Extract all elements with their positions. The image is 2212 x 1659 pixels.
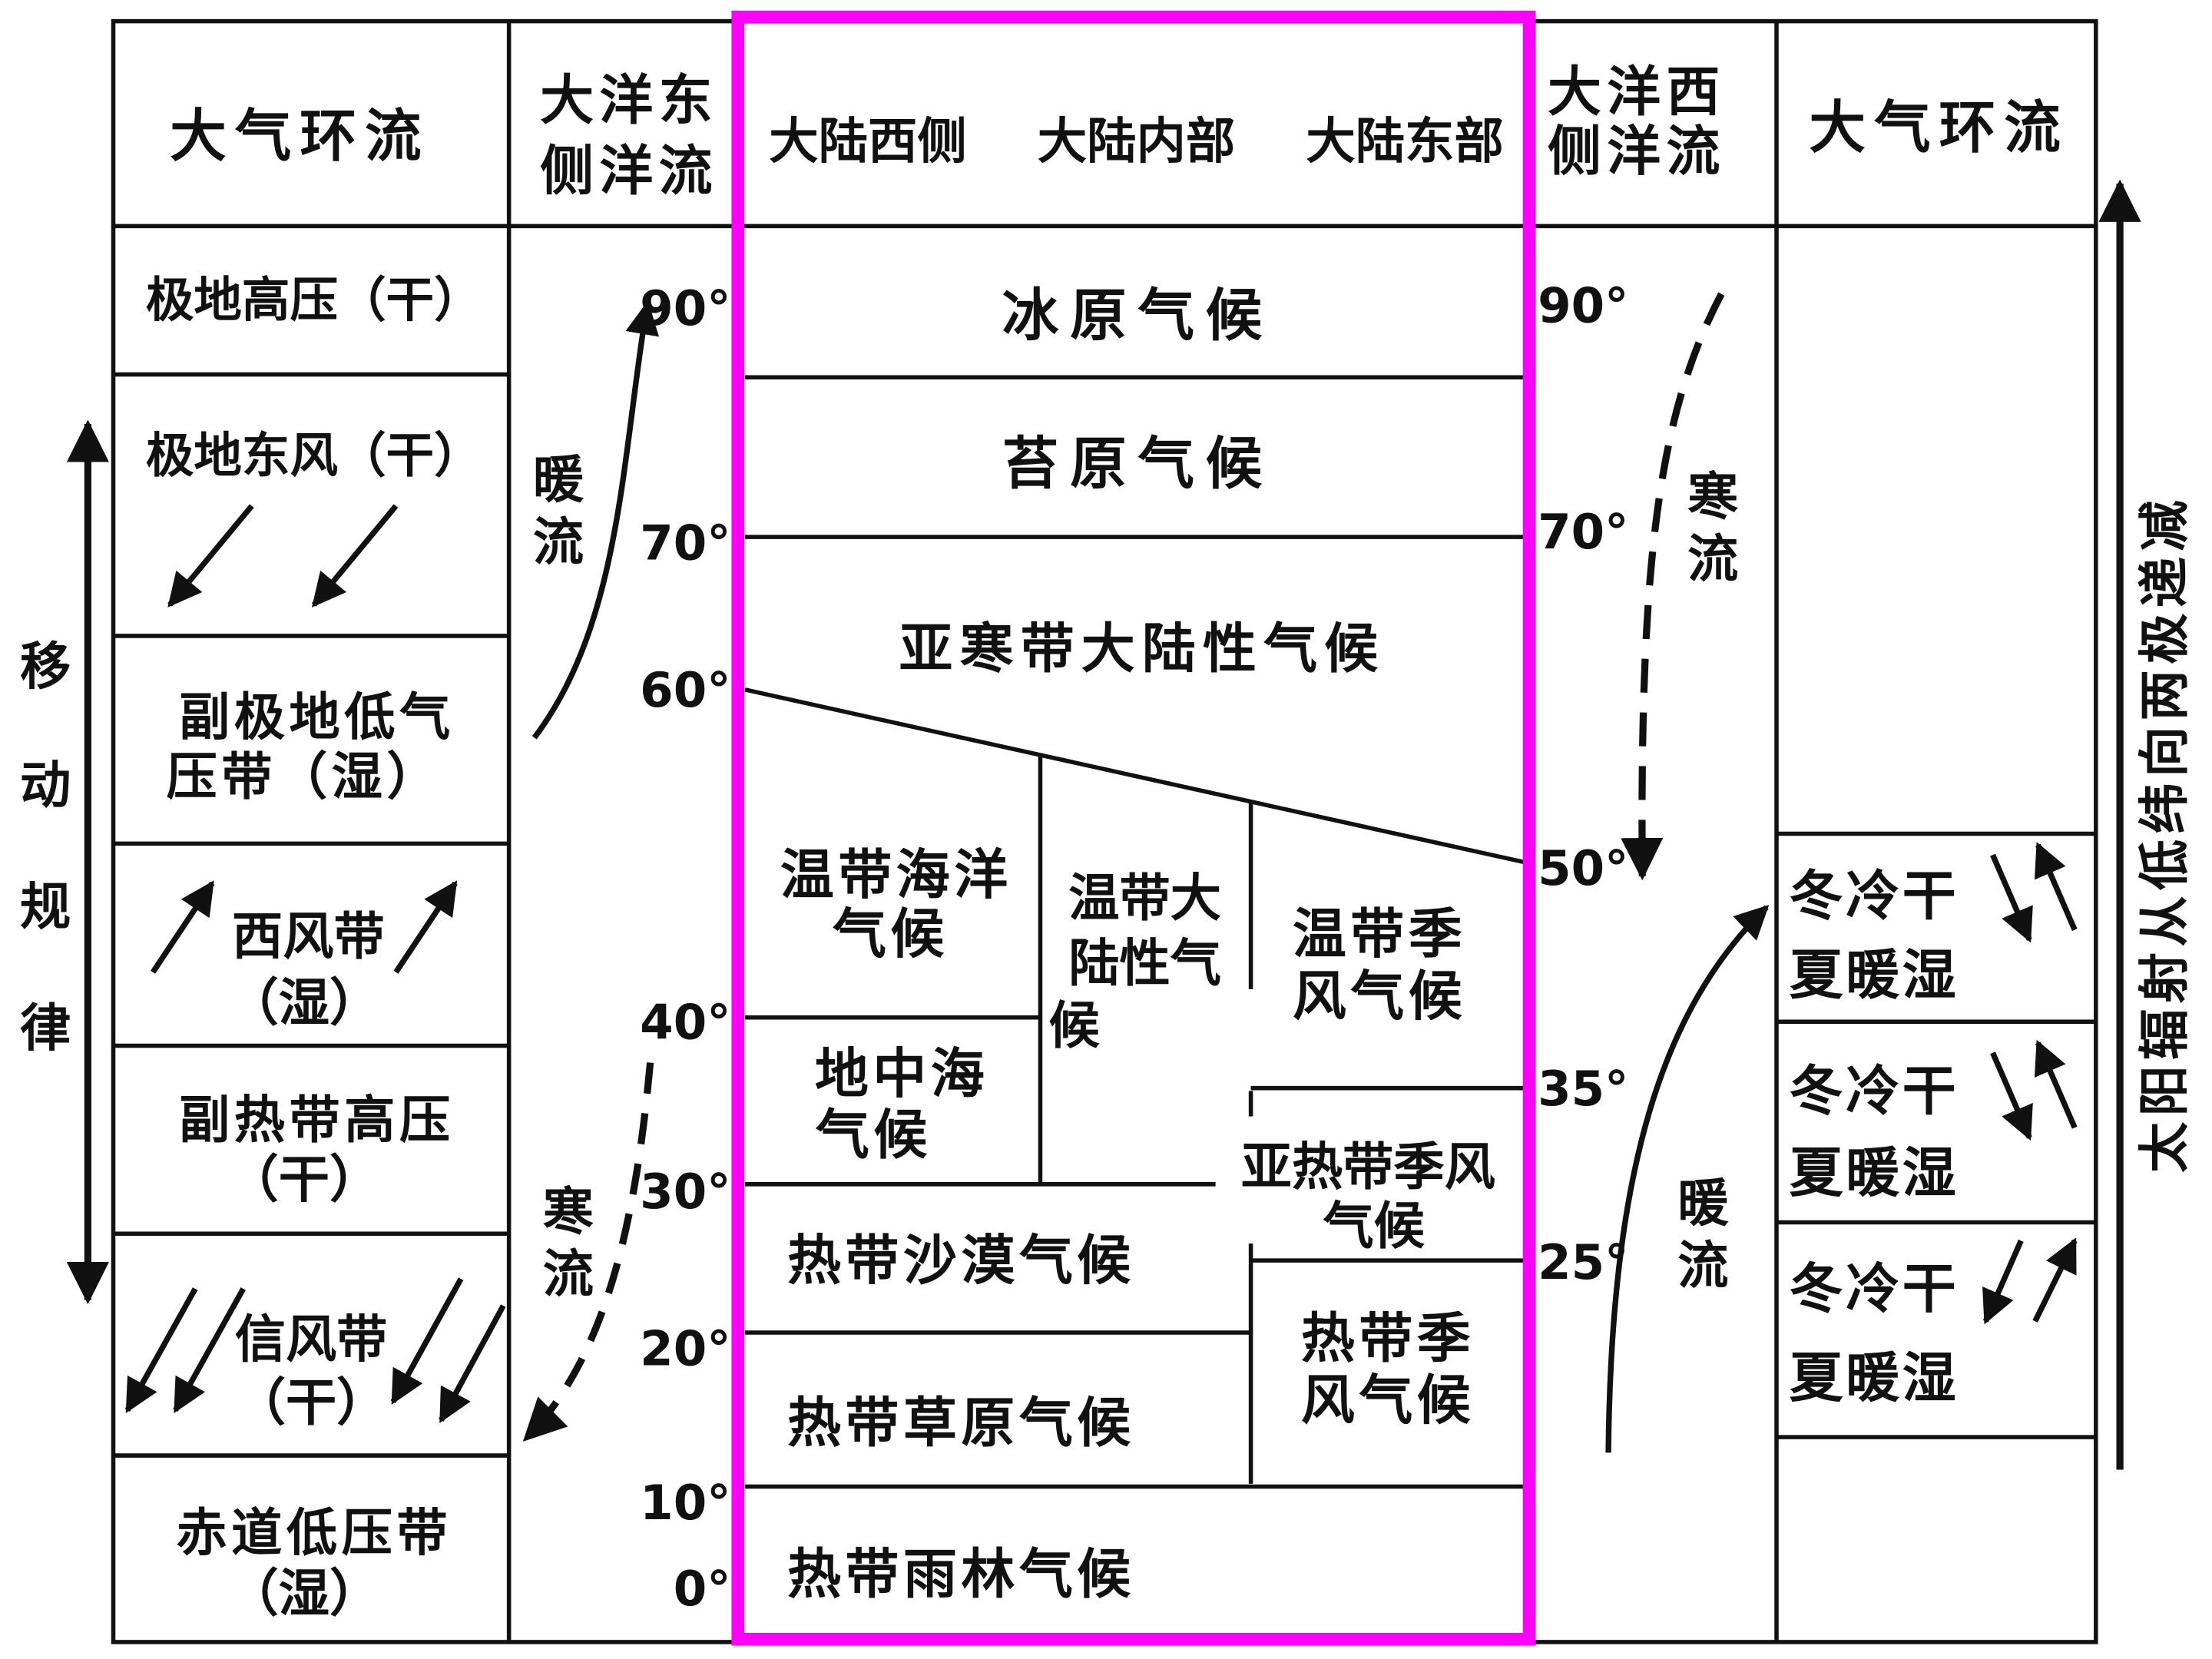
climate-temperate-monsoon-2: 风气候	[1293, 965, 1466, 1028]
lat-left-20: 20°	[640, 1320, 730, 1376]
lat-left-10: 10°	[640, 1475, 730, 1531]
climate-temperate-maritime-1: 温带海洋	[780, 844, 1012, 906]
westerly-arrows	[150, 880, 458, 974]
lat-right-90: 90°	[1538, 277, 1628, 333]
belt-westerlies-2: （湿）	[228, 973, 381, 1032]
cold-current-left-2: 流	[543, 1245, 594, 1304]
cold-current-right-1: 寒	[1687, 468, 1738, 527]
climate-tropical-savanna: 热带草原气候	[787, 1392, 1135, 1455]
monsoon-cell-3-winter: 冬冷干	[1790, 1258, 1959, 1320]
climate-subtropical-monsoon-2: 气候	[1323, 1197, 1425, 1256]
monsoon-cell-2-winter: 冬冷干	[1790, 1060, 1959, 1122]
monsoon-cell-1-winter: 冬冷干	[1790, 865, 1959, 927]
polar-easterly-arrows	[167, 504, 399, 608]
lat-right-50: 50°	[1538, 840, 1628, 896]
header-right-circulation: 大气环流	[1809, 95, 2068, 161]
belt-trade-winds-1: 信风带	[235, 1310, 388, 1369]
shift-label-3: 规	[20, 877, 71, 936]
shift-label-4: 律	[20, 998, 71, 1058]
warm-current-left-2: 流	[533, 513, 584, 572]
shift-law: 移 动 规 律	[20, 419, 109, 1305]
climate-tropical-desert: 热带沙漠气候	[787, 1230, 1135, 1292]
cold-current-right-2: 流	[1687, 530, 1738, 589]
shift-label-1: 移	[20, 637, 71, 696]
climate-mediterranean-2: 气候	[816, 1104, 932, 1166]
climate-subtropical-monsoon-1: 亚热带季风	[1241, 1137, 1495, 1197]
monsoon-cell-2-summer: 夏暖湿	[1790, 1142, 1959, 1204]
lat-left-60: 60°	[640, 662, 730, 718]
lat-right-70: 70°	[1538, 504, 1628, 560]
radiation-label: 太阳辐射从低纬向两极递减	[2135, 495, 2194, 1173]
warm-current-right-2: 流	[1677, 1237, 1728, 1296]
climate-tundra: 苔原气候	[1002, 432, 1273, 497]
climate-mediterranean-1: 地中海	[815, 1043, 988, 1105]
climate-tropical-rainforest: 热带雨林气候	[787, 1544, 1135, 1606]
warm-current-right-1: 暖	[1677, 1174, 1729, 1233]
lat-right-25: 25°	[1538, 1234, 1628, 1290]
lat-left-0: 0°	[674, 1561, 731, 1617]
lat-left-30: 30°	[640, 1164, 730, 1220]
cold-current-arrow-right	[1621, 292, 1725, 881]
climate-temperate-maritime-2: 气候	[833, 903, 949, 965]
monsoon-cell-3-summer: 夏暖湿	[1790, 1347, 1959, 1409]
solar-radiation: 太阳辐射从低纬向两极递减	[2098, 179, 2194, 1470]
belt-equatorial-low-2: （湿）	[228, 1564, 381, 1623]
monsoon-cell-1-summer: 夏暖湿	[1790, 944, 1959, 1006]
warm-current-arrow-right	[1605, 905, 1770, 1453]
lat-right-35: 35°	[1538, 1061, 1628, 1117]
belt-polar-easterlies: 极地东风（干）	[146, 428, 482, 484]
east-ocean-current-column: 暖 流 寒 流 90° 70° 60° 40° 30° 20° 10° 0°	[522, 280, 731, 1617]
shift-label-2: 动	[20, 756, 71, 815]
climate-column: 冰原气候 苔原气候 亚寒带大陆性气候 温带海洋 气候 温带大 陆性气 候 温带季…	[744, 283, 1525, 1606]
lat-left-90: 90°	[640, 280, 730, 336]
belt-subtropical-high-2: （干）	[228, 1150, 381, 1209]
lat-left-40: 40°	[640, 994, 730, 1050]
warm-current-arrow-left	[531, 300, 660, 740]
lat-left-70: 70°	[640, 515, 730, 571]
climate-temperate-continental-2: 陆性气	[1068, 934, 1221, 993]
belt-equatorial-low-1: 赤道低压带	[176, 1503, 452, 1562]
header-row: 大气环流 大洋东 侧洋流 大陆西侧 大陆内部 大陆东部 大洋西 侧洋流 大气环流	[170, 61, 2068, 203]
climate-ice-cap: 冰原气候	[1002, 283, 1273, 349]
west-ocean-current-column: 90° 70° 50° 35° 25° 寒 流 暖 流	[1538, 277, 1770, 1453]
belt-subpolar-low-1: 副极地低气	[179, 688, 455, 747]
belt-polar-high: 极地高压（干）	[146, 272, 482, 328]
climate-subarctic: 亚寒带大陆性气候	[899, 618, 1385, 680]
climate-temperate-monsoon-1: 温带季	[1293, 903, 1466, 965]
header-continent-interior: 大陆内部	[1038, 113, 1236, 171]
belt-westerlies-1: 西风带	[232, 907, 385, 966]
climate-highlight-frame	[731, 10, 1536, 1646]
monsoon-column: 冬冷干 夏暖湿 冬冷干 夏暖湿 冬冷干 夏暖湿	[1777, 831, 2096, 1439]
monsoon-arrows	[1982, 842, 2078, 1325]
header-west-current-1: 大洋西	[1548, 61, 1726, 124]
header-east-current-2: 侧洋流	[540, 141, 718, 203]
header-continent-west: 大陆西侧	[769, 113, 967, 171]
belt-subpolar-low-2: 压带（湿）	[167, 747, 442, 806]
cold-current-arrow-left	[522, 1062, 654, 1442]
cold-current-left-1: 寒	[543, 1183, 594, 1242]
trade-wind-arrows	[124, 1277, 506, 1423]
pressure-belt-column: 极地高压（干） 极地东风（干） 副极地低气 压带（湿） 西风带 （湿） 副热带高…	[113, 272, 509, 1623]
header-continent-east: 大陆东部	[1306, 113, 1504, 171]
belt-subtropical-high-1: 副热带高压	[179, 1091, 455, 1150]
climate-tropical-monsoon-2: 风气候	[1301, 1369, 1475, 1432]
climate-tropical-monsoon-1: 热带季	[1301, 1307, 1475, 1369]
climate-temperate-continental-1: 温带大	[1068, 869, 1221, 928]
belt-trade-winds-2: （干）	[235, 1373, 388, 1432]
header-east-current-1: 大洋东	[540, 70, 718, 132]
header-west-current-2: 侧洋流	[1548, 121, 1726, 183]
climate-temperate-continental-3: 候	[1048, 996, 1100, 1055]
warm-current-left-1: 暖	[533, 451, 584, 510]
header-left-circulation: 大气环流	[170, 104, 429, 169]
